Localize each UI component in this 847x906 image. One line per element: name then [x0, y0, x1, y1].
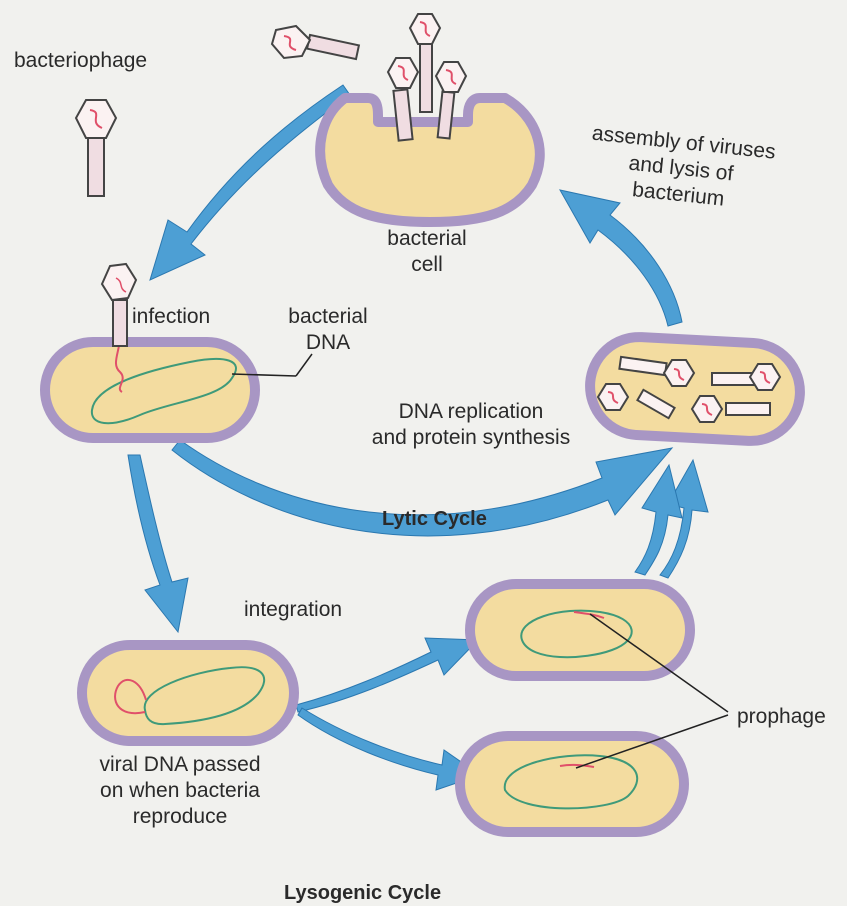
label-viral-dna-passed-line-2: on when bacteria [60, 778, 300, 804]
arrow-to-prophage-bottom [298, 708, 480, 790]
bacteriophage-flying [272, 26, 359, 59]
label-bacterial-cell: bacterial cell [352, 226, 502, 278]
label-prophage: prophage [737, 704, 826, 730]
label-bacterial-cell-line-1: bacterial [352, 226, 502, 252]
replicating-bacterium [588, 335, 803, 444]
label-viral-dna-passed: viral DNA passed on when bacteria reprod… [60, 752, 300, 830]
arrow-phage-to-infection [150, 85, 350, 280]
label-replication-line-1: DNA replication [326, 399, 616, 425]
arrow-infection-to-integration [128, 455, 188, 632]
label-lytic-cycle: Lytic Cycle [382, 506, 487, 532]
label-replication-line-2: and protein synthesis [326, 425, 616, 451]
integrating-bacterium [82, 645, 294, 741]
label-bacterial-dna: bacterial DNA [278, 304, 378, 356]
label-bacterial-dna-line-2: DNA [278, 330, 378, 356]
arrow-to-prophage-top [296, 638, 478, 712]
label-bacteriophage: bacteriophage [14, 48, 147, 74]
label-integration: integration [244, 597, 342, 623]
label-infection: infection [132, 304, 210, 330]
label-bacterial-cell-line-2: cell [352, 252, 502, 278]
infected-bacterium [45, 264, 312, 438]
arrow-replication-to-lysis [560, 190, 682, 326]
phage-on-cell-2 [410, 14, 440, 112]
label-viral-dna-passed-line-3: reproduce [60, 804, 300, 830]
prophage-bacterium-2 [460, 736, 684, 832]
label-viral-dna-passed-line-1: viral DNA passed [60, 752, 300, 778]
label-replication: DNA replication and protein synthesis [326, 399, 616, 451]
bacteriophage-free [76, 100, 116, 196]
label-lysogenic-cycle: Lysogenic Cycle [284, 880, 441, 906]
label-bacterial-dna-line-1: bacterial [278, 304, 378, 330]
